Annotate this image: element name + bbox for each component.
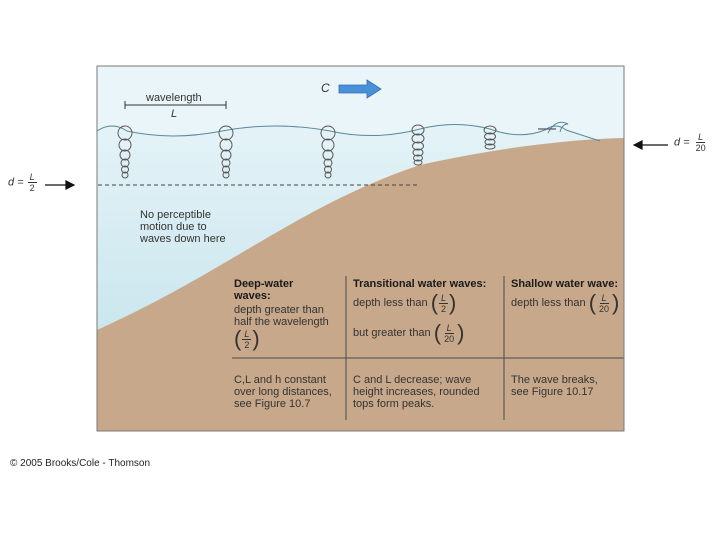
particle-orbit <box>221 158 231 168</box>
particle-orbit <box>411 133 425 144</box>
deep-water-behavior: C,L and h constant over long distances, … <box>234 374 332 410</box>
particle-orbit <box>413 159 423 166</box>
particle-orbit <box>118 138 132 152</box>
particle-orbit <box>121 165 129 174</box>
particle-orbit <box>320 125 336 141</box>
wave-direction-arrow <box>338 79 382 99</box>
shallow-heading: Shallow water wave: <box>511 278 618 290</box>
particle-orbit <box>321 138 335 152</box>
particle-orbit <box>324 165 332 174</box>
diagram-frame <box>96 65 625 432</box>
no-motion-note: No perceptible motion due to waves down … <box>140 209 226 245</box>
shallow-behavior: The wave breaks, see Figure 10.17 <box>511 374 598 398</box>
particle-orbit <box>220 149 232 161</box>
wavelength-bracket <box>124 101 227 109</box>
deep-water-condition: depth greater than half the wavelength (… <box>234 304 329 351</box>
particle-orbit <box>484 143 496 150</box>
celerity-symbol: C <box>321 81 330 95</box>
water-surface <box>97 124 601 142</box>
particle-orbit <box>412 141 424 151</box>
left-depth-arrow <box>45 180 76 190</box>
particle-orbit <box>120 158 130 168</box>
wavelength-label: wavelength <box>146 92 202 104</box>
particle-orbit <box>119 149 131 161</box>
particle-orbit <box>483 125 497 135</box>
particle-orbit <box>324 171 332 179</box>
particle-orbit <box>222 165 230 174</box>
particle-orbit <box>413 154 423 162</box>
particle-orbit <box>323 158 333 168</box>
right-depth-arrow <box>632 140 668 150</box>
particle-orbit <box>322 149 334 161</box>
particle-orbit <box>484 132 496 141</box>
particle-orbit <box>218 125 234 141</box>
particle-orbit <box>222 171 230 179</box>
particle-orbit <box>121 171 129 179</box>
particle-orbit <box>412 148 424 157</box>
particle-orbits <box>117 124 497 179</box>
copyright-notice: © 2005 Brooks/Cole - Thomson <box>10 458 151 469</box>
wavelength-symbol: L <box>171 108 178 120</box>
particle-orbit <box>219 138 233 152</box>
particle-orbit <box>484 138 496 146</box>
transitional-heading: Transitional water waves: <box>353 278 487 290</box>
transitional-behavior: C and L decrease; wave height increases,… <box>353 374 480 410</box>
particle-orbit <box>411 124 425 136</box>
deep-water-heading: Deep-water waves: <box>234 278 294 302</box>
particle-orbit <box>117 125 133 141</box>
breaking-wave-curl <box>547 121 569 134</box>
